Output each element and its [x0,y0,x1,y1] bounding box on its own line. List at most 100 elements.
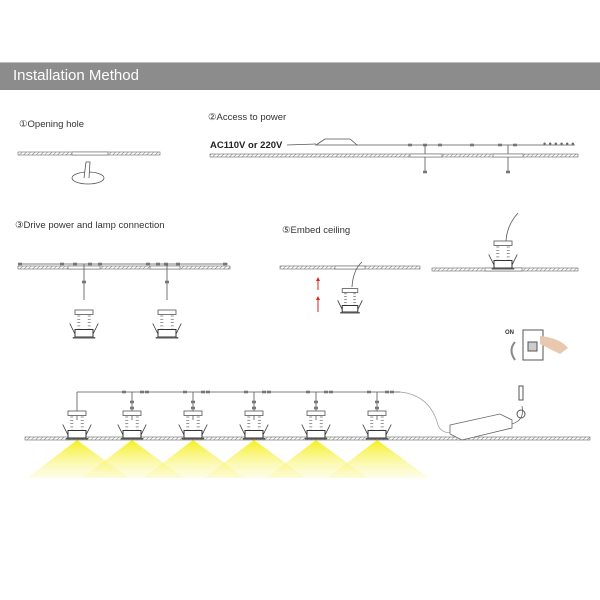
lamp-cap [493,240,513,246]
ceiling-hole [409,153,443,158]
connector [470,143,474,147]
connector [82,280,86,284]
lamp-cap [341,288,359,293]
lamp-cap [244,410,264,416]
connector [88,262,92,266]
connector [130,400,134,404]
header-bar: Installation Method [0,62,600,90]
connector [375,406,379,410]
step1-label: ①Opening hole [19,119,85,130]
lamp-flange [181,438,205,440]
lamp-cap [122,410,142,416]
lamp-trim [74,329,94,338]
lamp-flange [242,438,266,440]
connector [498,143,502,147]
connector [244,390,248,394]
connector [164,262,168,266]
lamp-flange [491,268,515,270]
connector [206,390,210,394]
ceiling-hole [334,265,366,270]
switch-on-label: ON [505,330,514,336]
connector [98,262,102,266]
ceiling [17,265,231,270]
rotate-arrow-icon [510,341,516,361]
connector [438,143,442,147]
connector [73,262,77,266]
lamp-cap [67,410,87,416]
voltage-label: AC110V or 220V [210,140,283,151]
connector [367,390,371,394]
connector [191,406,195,410]
connector [191,400,195,404]
connector [146,262,150,266]
lamp-flange [65,438,89,440]
wire [351,261,363,288]
step5-label: ⑤Embed ceiling [282,225,351,236]
lamp-trim [67,430,87,439]
connector [145,390,149,394]
breaker-switch-icon [527,341,538,352]
connector [314,400,318,404]
connector [252,406,256,410]
wire [399,391,456,434]
connector [183,390,187,394]
wire [286,143,317,146]
ceiling-hole [149,265,181,270]
lamp-clip [62,424,92,436]
lamp-cap [306,410,326,416]
ceiling [209,153,579,158]
connector [408,143,412,147]
lamp-clip [337,300,363,310]
hole-saw-icon [83,161,91,179]
lamp-flange [365,438,389,440]
lamp-cap [157,309,177,315]
connector [314,406,318,410]
connector [176,262,180,266]
connector [385,390,389,394]
lamp-clip [362,424,392,436]
wire [505,212,519,242]
lamp-trim [122,430,142,439]
connector [513,143,517,147]
step2-label: ②Access to power [208,112,287,123]
connector [60,262,64,266]
plug-icon [516,409,526,419]
connector [18,262,22,266]
hand-icon [540,336,568,354]
connector [267,390,271,394]
connector [223,262,227,266]
connector [423,170,427,174]
connector [375,400,379,404]
lamp-flange [304,438,328,440]
connector [156,262,160,266]
connector [329,390,333,394]
lamp-clip [152,323,182,335]
lamp-clip [69,323,99,335]
step3-label: ③Drive power and lamp connection [15,220,165,231]
connector [306,390,310,394]
lamp-cap [74,309,94,315]
ellipsis: • • • • • • [543,139,574,149]
lamp-clip [301,424,331,436]
page-title: Installation Method [13,67,139,84]
connector [506,170,510,174]
lamp-flange [72,337,96,339]
lamp-trim [244,430,264,439]
connector [140,390,144,394]
lamp-trim [306,430,326,439]
lamp-cap [367,410,387,416]
lamp-trim [367,430,387,439]
ceiling-hole [71,151,109,156]
lamp-clip [117,424,147,436]
ceiling-hole [492,153,524,158]
lamp-cap [183,410,203,416]
led-driver-icon [449,413,513,441]
lamp-trim [157,329,177,338]
lamp-clip [488,254,518,266]
lamp-flange [120,438,144,440]
light-beam [327,440,429,478]
connector [122,390,126,394]
driver-icon [314,138,359,146]
